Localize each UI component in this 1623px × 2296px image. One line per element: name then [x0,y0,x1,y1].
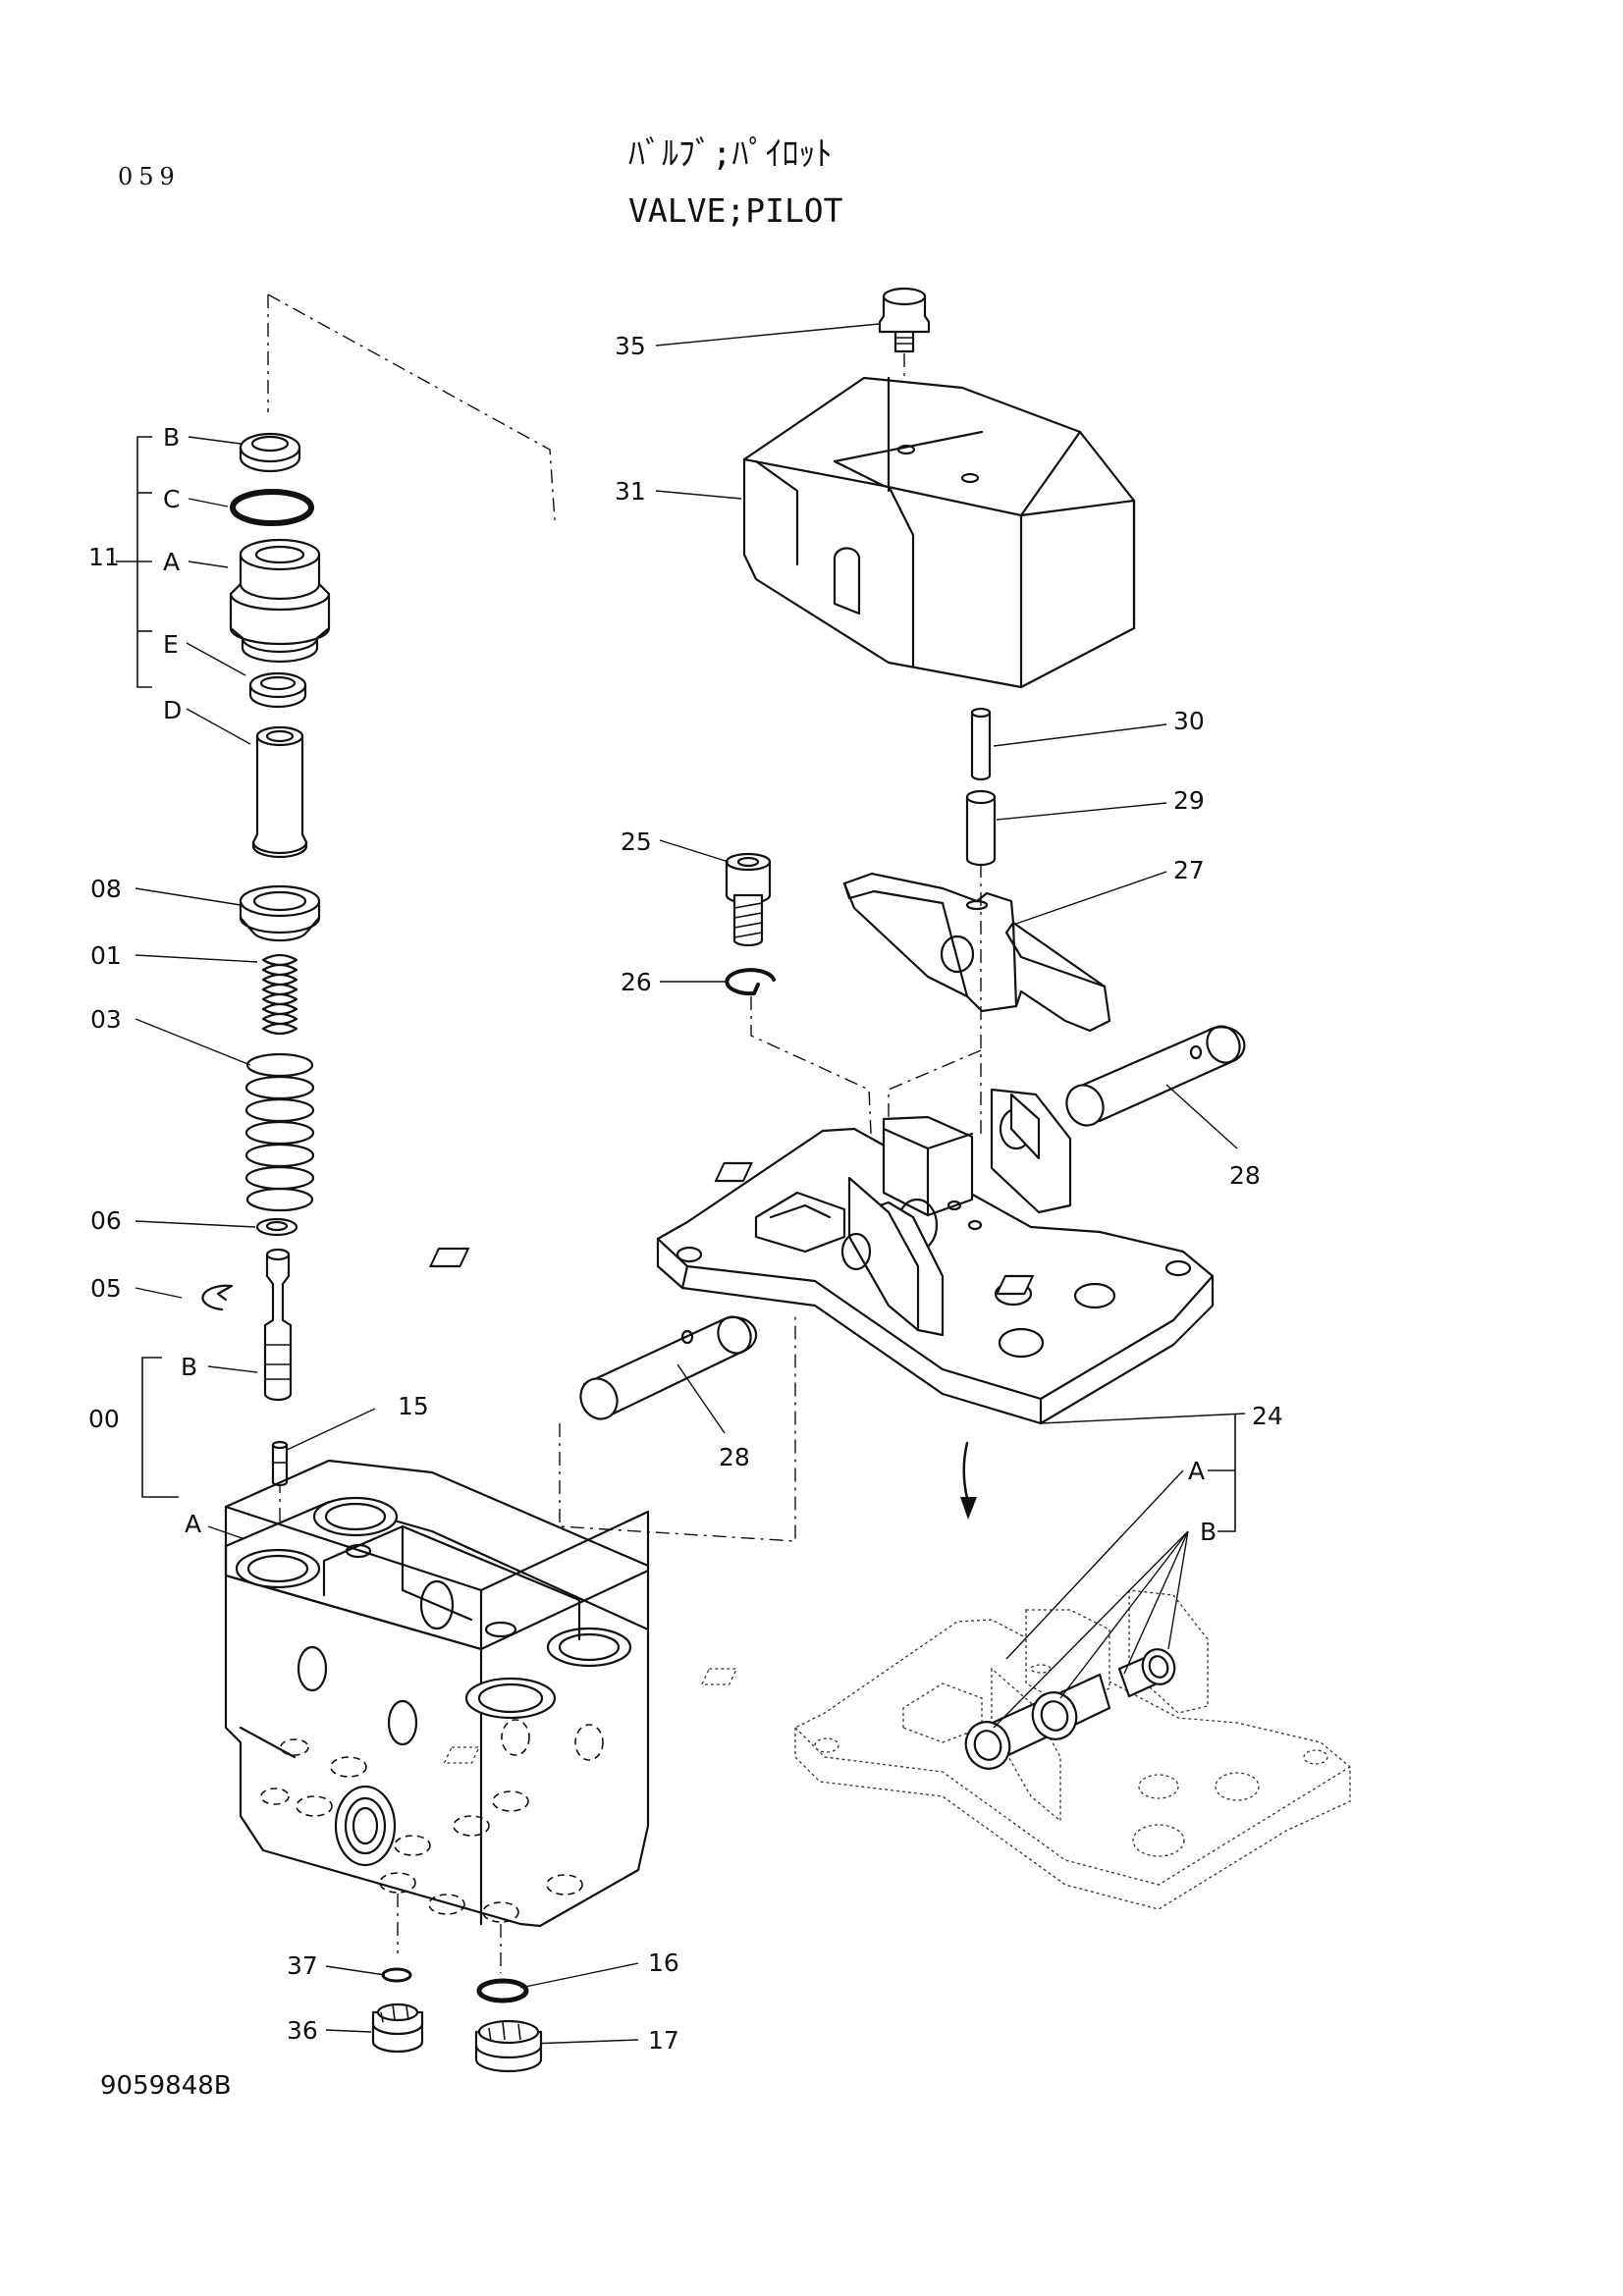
pin-15 [271,1440,289,1487]
callout-26: 26 [621,968,652,996]
sleeve-11d [251,725,308,859]
bolt-35 [878,287,931,353]
spring-seat-08 [239,884,321,942]
leader-28-right [1165,1084,1238,1149]
leader-16 [519,1962,639,1989]
callout-25: 25 [621,828,652,856]
callout-03: 03 [90,1005,122,1034]
page-title-japanese: ﾊﾞﾙﾌﾞ;ﾊﾟｲﾛｯﾄ [628,134,833,174]
leader-15 [284,1408,376,1452]
leader-08 [135,887,242,906]
callout-24-a: A [1188,1457,1206,1485]
assembly-line-diagonal [267,294,556,521]
leader-28-left [676,1363,726,1434]
callout-24: 24 [1252,1402,1283,1430]
callout-06: 06 [90,1206,122,1235]
leader-01 [135,954,258,963]
inner-spring-01 [261,953,298,1036]
ring-11e [248,671,307,709]
callout-16: 16 [648,1949,679,1977]
callout-27: 27 [1173,856,1205,884]
clip-26 [725,968,776,996]
o-ring-11c [230,489,314,526]
callout-28-left: 28 [719,1443,750,1471]
callout-36: 36 [287,2016,318,2045]
pin-28-right [1065,1025,1246,1127]
o-ring-16 [476,1978,529,2003]
callout-11-e: E [163,630,179,659]
leader-24a [1005,1469,1184,1660]
lever-27 [842,872,1111,1033]
callout-11-a: A [163,548,181,576]
drawing-number: 9059848B [100,2071,232,2101]
leader-35 [655,323,880,347]
cover-31 [742,376,1136,689]
plug-17 [474,2019,543,2073]
bushing-24b [964,1648,1176,1770]
callout-08: 08 [90,875,122,903]
leader-24b-2 [1059,1530,1189,1699]
callout-37: 37 [287,1951,318,1980]
bracket-11 [116,436,251,745]
leader-37 [325,1965,386,1976]
leader-31 [655,490,742,500]
o-ring-37 [381,1967,412,1983]
leader-05 [135,1287,183,1299]
pin-28-left [579,1315,758,1420]
callout-31: 31 [615,477,646,506]
callout-00: 00 [88,1405,120,1433]
valve-body-00a [224,1459,650,1928]
page-title: VALVE;PILOT [628,191,843,230]
assembly-line-25 [750,996,875,1199]
spool-00b [263,1248,293,1402]
sleeve-29 [965,789,997,867]
callout-00-b: B [181,1353,198,1381]
assembly-line-28 [559,1315,796,1542]
callout-01: 01 [90,941,122,970]
callout-28-right: 28 [1229,1161,1261,1190]
callout-11-c: C [163,485,181,513]
callout-15: 15 [398,1392,429,1420]
callout-35: 35 [615,332,646,360]
ring-11b [239,432,301,473]
leader-24b-1 [993,1530,1189,1729]
leader-36 [325,2029,372,2033]
screw-25 [725,852,772,947]
callout-11-d: D [163,696,183,724]
bushing-11a [229,538,331,664]
callout-11-b: B [163,423,181,452]
leader-24 [1040,1413,1246,1424]
clip-05 [201,1284,234,1311]
leader-29 [996,802,1167,821]
callout-00-a: A [185,1510,202,1538]
callout-30: 30 [1173,707,1205,735]
washer-06 [255,1217,298,1237]
leader-27 [1012,871,1167,926]
callout-05: 05 [90,1274,122,1303]
callout-11: 11 [88,543,120,571]
pin-30 [970,707,992,781]
leader-25 [659,839,730,863]
plug-36 [371,2002,424,2054]
leader-03 [135,1018,251,1066]
callout-17: 17 [648,2026,679,2055]
leader-24b-4 [1167,1530,1189,1650]
leader-06 [135,1220,256,1228]
leader-30 [993,723,1167,747]
outer-spring-03 [244,1052,315,1212]
plate-24 [429,1088,1215,1425]
bracket-24 [1217,1414,1236,1532]
leader-24b-3 [1123,1530,1189,1675]
page-number: 059 [118,163,181,190]
callout-24-b: B [1200,1518,1217,1546]
arrow-down-icon [960,1441,977,1520]
callout-29: 29 [1173,786,1205,815]
leader-17 [529,2039,639,2045]
